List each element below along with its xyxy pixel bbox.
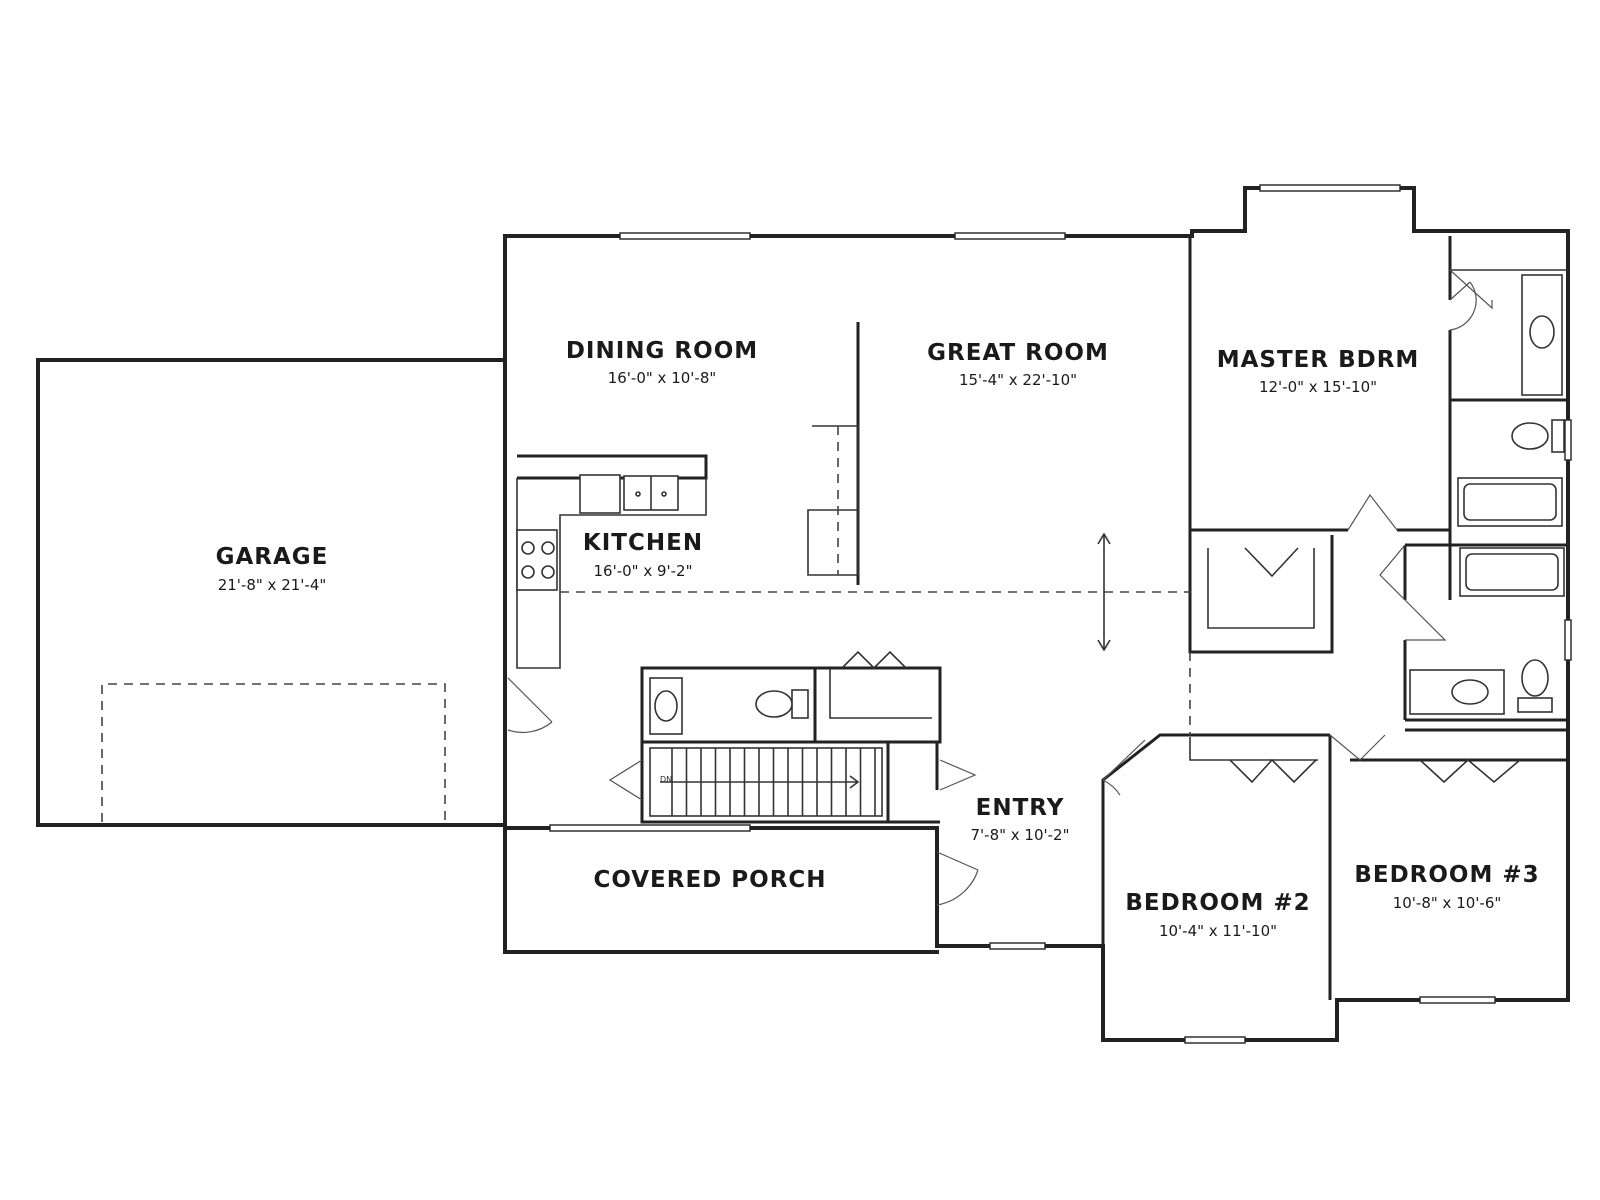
kitchen-label: KITCHEN	[583, 530, 703, 556]
range-icon	[516, 529, 558, 591]
master-vanity-icon	[1521, 274, 1563, 396]
dashed-lines	[101, 591, 1191, 822]
great-room-dims: 15'-4" x 22'-10"	[959, 371, 1077, 389]
doors	[507, 269, 1493, 906]
great-room-label: GREAT ROOM	[927, 340, 1109, 366]
garage-label: GARAGE	[216, 544, 329, 570]
entry-label: ENTRY	[976, 795, 1065, 821]
master-bdrm-dims: 12'-0" x 15'-10"	[1259, 378, 1377, 396]
exterior-walls	[36, 186, 1570, 1042]
fixtures: DN	[516, 274, 1565, 817]
hall-toilet-icon	[1517, 659, 1553, 713]
bedroom-3-label: BEDROOM #3	[1354, 862, 1539, 888]
bedroom-2-label: BEDROOM #2	[1125, 890, 1310, 916]
hall-tub-icon	[1459, 547, 1565, 597]
bedroom-3-dims: 10'-8" x 10'-6"	[1393, 894, 1502, 912]
master-toilet-icon	[1511, 419, 1565, 453]
stairs-label: DN	[660, 775, 672, 784]
garage-dims: 21'-8" x 21'-4"	[218, 576, 327, 594]
kitchen-dims: 16'-0" x 9'-2"	[593, 562, 692, 580]
powder-sink-icon	[649, 677, 683, 735]
covered-porch-label: COVERED PORCH	[593, 867, 826, 893]
hall-sink-icon	[1409, 669, 1505, 715]
kitchen-sink-icon	[579, 474, 679, 514]
stairs: DN	[649, 747, 883, 817]
dining-room-dims: 16'-0" x 10'-8"	[608, 369, 717, 387]
room-labels: DINING ROOM 16'-0" x 10'-8" GREAT ROOM 1…	[216, 338, 1539, 940]
dining-room-label: DINING ROOM	[566, 338, 758, 364]
bedroom-2-dims: 10'-4" x 11'-10"	[1159, 922, 1277, 940]
master-tub-icon	[1457, 477, 1563, 527]
powder-toilet-icon	[755, 689, 809, 719]
entry-dims: 7'-8" x 10'-2"	[970, 826, 1069, 844]
master-bdrm-label: MASTER BDRM	[1217, 347, 1420, 373]
windows	[549, 184, 1572, 1044]
ceiling-arrow	[1097, 532, 1111, 652]
